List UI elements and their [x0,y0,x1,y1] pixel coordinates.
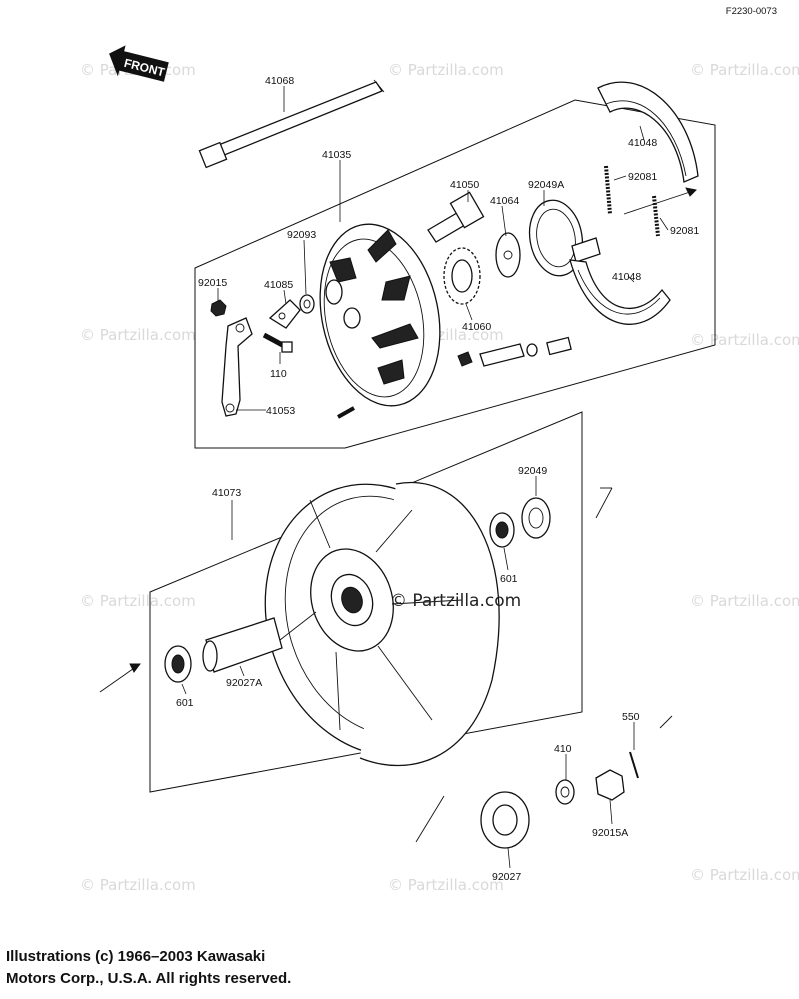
figure-reference: F2230-0073 [725,6,777,17]
part-label-92015A: 92015A [592,827,628,839]
oil-seal-92093 [299,294,315,314]
part-label-92049: 92049 [518,465,547,477]
part-label-410: 410 [554,743,572,755]
bolt-110 [262,332,293,353]
axle-41068 [198,79,385,169]
part-label-92027A: 92027A [226,677,262,689]
spacer-92027A [202,617,283,673]
wheel-assembly-box [149,411,583,793]
bearing-601-right [489,512,515,548]
watermark-layer: © Partzilla.com © Partzilla.com © Partzi… [80,61,799,894]
part-label-92081-b: 92081 [670,225,699,237]
watermark: © Partzilla.com [80,876,196,894]
part-label-92081-a: 92081 [628,171,657,183]
brake-panel-41035 [319,223,441,407]
camshaft-41050 [427,191,485,243]
front-arrow-icon: FRONT [109,45,169,82]
collar-92027 [480,791,530,849]
wheel-41073 [264,481,500,767]
pin [337,406,355,419]
watermark: © Partzilla.com [690,592,799,610]
leader-lines [181,86,669,869]
watermark: © Partzilla.com [80,326,196,344]
gear-41060 [443,247,481,305]
washer-410 [555,779,575,805]
part-label-92027: 92027 [492,871,521,883]
part-label-601-left: 601 [176,697,194,709]
copyright-notice: Illustrations (c) 1966–2003 Kawasaki Mot… [6,946,291,990]
copyright-line-1: Illustrations (c) 1966–2003 Kawasaki [6,948,266,965]
watermark: © Partzilla.com [690,331,799,349]
part-label-110: 110 [270,368,287,380]
part-label-41053: 41053 [266,405,295,417]
part-label-41060: 41060 [462,321,491,333]
part-labels: 41068 41035 41050 92049A 41064 41048 920… [176,75,699,883]
center-watermark: © Partzilla.com [390,591,521,611]
cam-lever-41053 [221,317,253,417]
spring-92081-a [604,165,612,215]
part-label-41085: 41085 [264,279,293,291]
brake-panel-assembly-box [194,99,716,449]
part-label-92049A: 92049A [528,179,564,191]
nut-92015 [210,299,227,317]
part-label-92093: 92093 [287,229,316,241]
brake-shoe-41048-top [597,81,699,183]
cotter-pin-550 [629,751,639,779]
part-label-41064: 41064 [490,195,519,207]
brake-adjuster [457,336,572,367]
seal-92049A [528,199,601,277]
bearing-92049 [521,497,551,539]
spring-92081-b [652,195,660,237]
part-label-550: 550 [622,711,640,723]
part-label-601-right: 601 [500,573,518,585]
explode-arrows [99,187,697,843]
watermark: © Partzilla.com [690,61,799,79]
watermark: © Partzilla.com [690,866,799,884]
part-label-41073: 41073 [212,487,241,499]
indicator-41085 [268,299,301,329]
part-label-41048-bottom: 41048 [612,271,641,283]
brake-shoe-41048-bottom [569,259,671,325]
part-label-41035: 41035 [322,149,351,161]
watermark: © Partzilla.com [80,592,196,610]
part-label-41050: 41050 [450,179,479,191]
watermark: © Partzilla.com [388,876,504,894]
copyright-line-2: Motors Corp., U.S.A. All rights reserved… [6,970,292,987]
bearing-601-left [164,645,192,683]
watermark: © Partzilla.com [388,61,504,79]
part-label-41068: 41068 [265,75,294,87]
nut-92015A [595,769,625,801]
plate-41064 [495,232,521,278]
part-label-92015: 92015 [198,277,227,289]
part-label-41048-top: 41048 [628,137,657,149]
